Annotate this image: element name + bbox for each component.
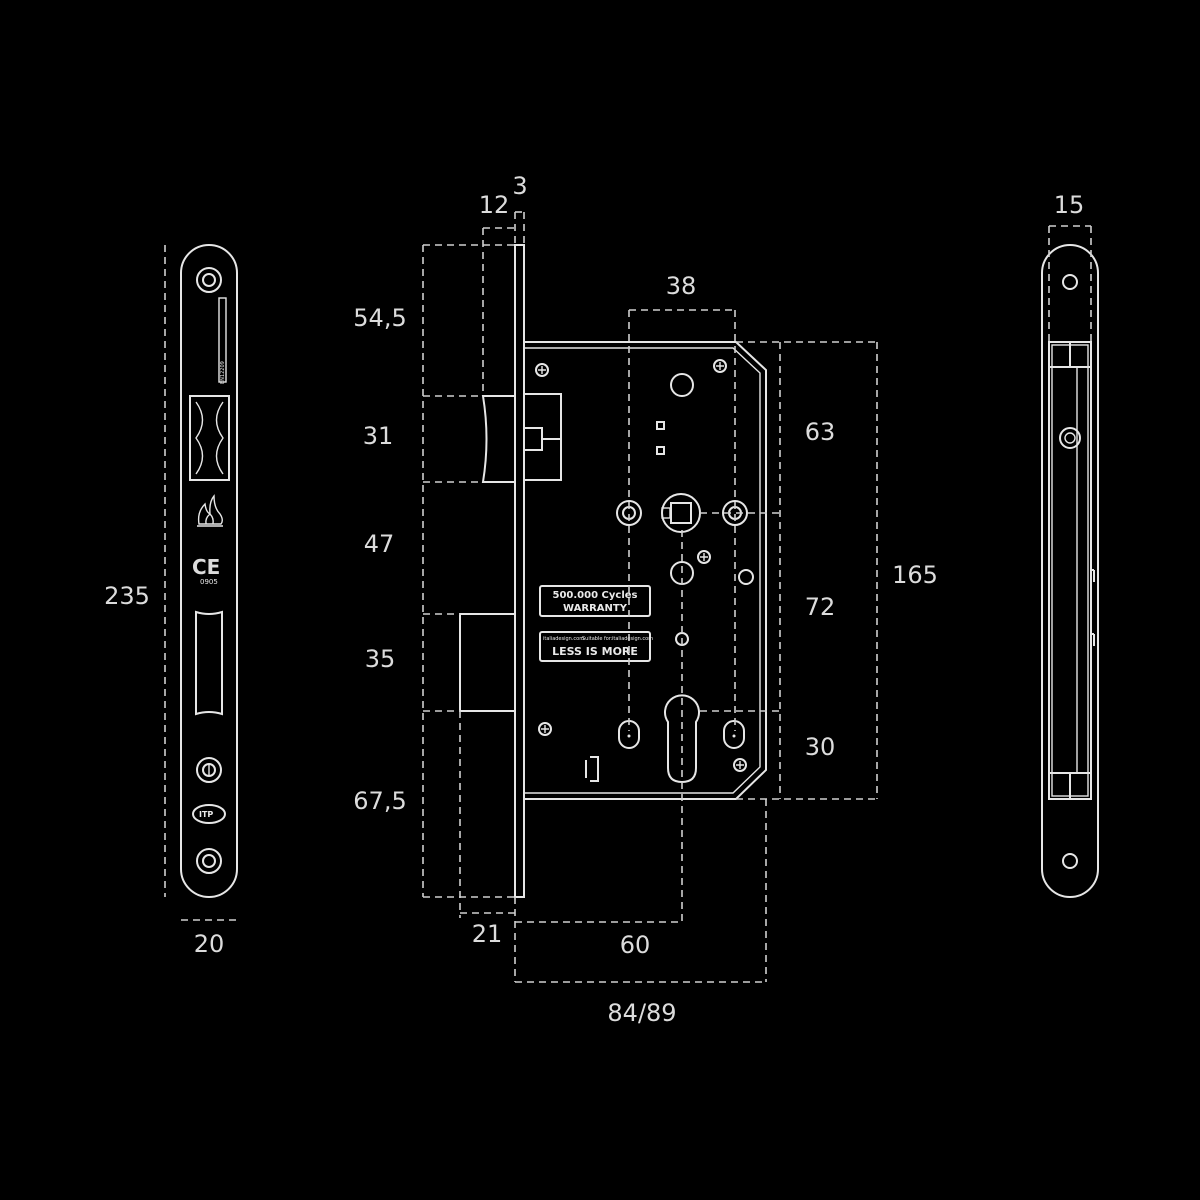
dim-bolt-height: 35 <box>365 645 396 673</box>
fire-rating-icon <box>197 494 223 527</box>
slogan-text: LESS IS MORE <box>552 645 638 658</box>
spindle-pin <box>661 507 671 519</box>
bottom-screw-hole <box>196 848 222 874</box>
top-screw-hole-inner <box>202 273 216 287</box>
side-top-hole <box>1062 274 1078 290</box>
case-screw-icon <box>713 359 727 373</box>
dim-faceplate-thickness: 3 <box>512 172 527 200</box>
side-spindle-hole <box>1059 427 1081 449</box>
spindle-hub <box>661 493 701 533</box>
latch-tail <box>523 427 543 451</box>
dim-spindle-to-cylinder: 72 <box>805 593 836 621</box>
brand-logo <box>192 804 226 824</box>
case-screw-icon <box>535 363 549 377</box>
cylinder-fixing-hole-left <box>618 720 640 749</box>
slogan-small-mid: Suitable for: <box>582 636 613 642</box>
faceplate-front-view: EN12209 CE 0905 ITP 235 20 <box>104 244 238 958</box>
warranty-label <box>539 585 651 617</box>
cylinder-fixing-hole-right <box>723 720 745 749</box>
dead-bolt <box>459 613 516 712</box>
dim-bolt-projection: 21 <box>472 920 503 948</box>
warranty-line-1: 500.000 Cycles <box>553 590 638 601</box>
side-case-body <box>1048 341 1092 800</box>
euro-cylinder-cutout <box>664 694 700 784</box>
lock-case <box>524 341 767 800</box>
dim-faceplate-width: 20 <box>194 930 225 958</box>
warranty-line-2: WARRANTY <box>563 603 628 614</box>
small-square-hole <box>656 446 665 455</box>
ce-mark: CE <box>192 555 220 579</box>
latch-bolt <box>481 395 516 483</box>
latch-opening <box>189 395 230 481</box>
slogan-small-left: italiadesign.com <box>543 636 584 642</box>
dim-bolt-bottom-offset: 67,5 <box>353 787 406 815</box>
slogan-label <box>539 631 651 662</box>
slogan-small-right: italiadesign.com <box>612 636 653 642</box>
dim-faceplate-height: 235 <box>104 582 150 610</box>
ce-number: 0905 <box>200 578 218 586</box>
dim-backset: 60 <box>620 931 651 959</box>
case-screw-icon <box>538 722 552 736</box>
dim-latch-to-bolt: 47 <box>364 530 395 558</box>
bracket-mark <box>585 756 599 782</box>
dim-side-width: 15 <box>1054 191 1085 219</box>
case-hole <box>738 569 754 585</box>
faceplate-side-view: 15 <box>1041 191 1099 898</box>
side-plate-outline <box>1041 244 1099 898</box>
latch-curve <box>195 401 224 475</box>
thumb-screw <box>196 757 222 783</box>
fixing-hole-left <box>616 500 642 526</box>
plate-code: EN12209 <box>220 361 226 384</box>
case-hole <box>670 373 694 397</box>
dim-case-depth: 84/89 <box>607 999 676 1027</box>
dim-case-top-to-spindle: 63 <box>805 418 836 446</box>
lock-body-view: 500.000 Cycles WARRANTY italiadesign.com… <box>353 172 938 1027</box>
spindle-square <box>670 502 692 524</box>
case-screw-icon <box>733 758 747 772</box>
dim-case-height: 165 <box>892 561 938 589</box>
side-bottom-hole <box>1062 853 1078 869</box>
dim-latch-projection: 12 <box>479 191 510 219</box>
faceplate-edge <box>514 244 525 898</box>
small-square-hole <box>656 421 665 430</box>
brand-logo-text: ITP <box>199 810 213 819</box>
dim-spindle-spacing: 38 <box>666 272 697 300</box>
bolt-opening <box>195 610 223 716</box>
dim-latch-top-offset: 54,5 <box>353 304 406 332</box>
code-strip <box>218 297 227 383</box>
dim-latch-height: 31 <box>363 422 394 450</box>
faceplate-outline <box>180 244 238 898</box>
case-screw-icon <box>697 550 711 564</box>
lock-case-inner <box>524 347 761 794</box>
top-screw-hole <box>196 267 222 293</box>
fixing-hole-right <box>722 500 748 526</box>
bottom-screw-hole-inner <box>202 854 216 868</box>
dim-cylinder-to-bottom: 30 <box>805 733 836 761</box>
